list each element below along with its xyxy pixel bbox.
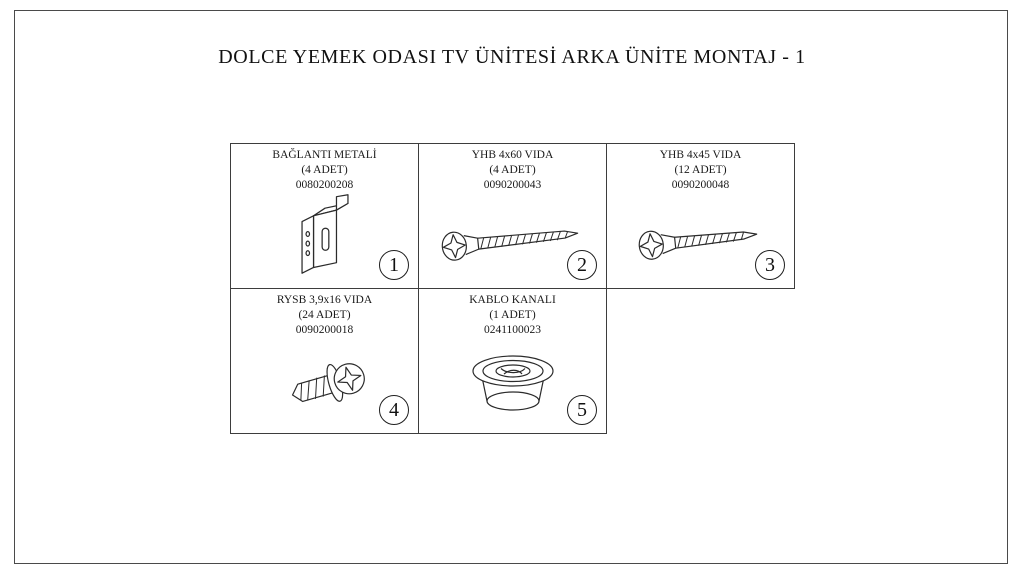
part-quantity: (12 ADET) <box>674 163 727 176</box>
part-number-badge: 1 <box>379 250 409 280</box>
bracket-icon <box>281 190 369 278</box>
part-code: 0090200018 <box>295 323 354 336</box>
part-number-badge: 2 <box>567 250 597 280</box>
part-code: 0090200048 <box>671 178 730 191</box>
part-code: 0241100023 <box>483 323 542 336</box>
cable-grommet-icon <box>458 343 568 425</box>
page-title: DOLCE YEMEK ODASI TV ÜNİTESİ ARKA ÜNİTE … <box>218 46 806 68</box>
part-name: RYSB 3,9x16 VIDA <box>276 294 373 306</box>
long-screw-icon <box>435 208 589 271</box>
part-code: 0090200043 <box>483 178 542 191</box>
part-cell-1: BAĞLANTI METALİ (4 ADET) 0080200208 <box>230 143 419 289</box>
part-cell-5: KABLO KANALI (1 ADET) 0241100023 <box>418 288 607 434</box>
part-number-badge: 5 <box>567 395 597 425</box>
part-name: YHB 4x45 VIDA <box>659 149 742 161</box>
part-code: 0080200208 <box>295 178 354 191</box>
part-number-badge: 3 <box>755 250 785 280</box>
medium-screw-icon <box>632 209 768 271</box>
washer-head-screw-icon <box>269 347 381 421</box>
part-quantity: (4 ADET) <box>489 163 536 176</box>
part-quantity: (1 ADET) <box>489 308 536 321</box>
part-name: KABLO KANALI <box>469 294 556 306</box>
part-header: KABLO KANALI (1 ADET) 0241100023 <box>419 289 606 338</box>
part-header: YHB 4x45 VIDA (12 ADET) 0090200048 <box>607 144 794 193</box>
part-name: YHB 4x60 VIDA <box>471 149 554 161</box>
part-header: BAĞLANTI METALİ (4 ADET) 0080200208 <box>231 144 418 193</box>
part-cell-3: YHB 4x45 VIDA (12 ADET) 0090200048 3 <box>606 143 795 289</box>
part-name: BAĞLANTI METALİ <box>272 149 377 161</box>
part-quantity: (4 ADET) <box>301 163 348 176</box>
part-cell-2: YHB 4x60 VIDA (4 ADET) 0090200043 2 <box>418 143 607 289</box>
part-header: YHB 4x60 VIDA (4 ADET) 0090200043 <box>419 144 606 193</box>
part-cell-4: RYSB 3,9x16 VIDA (24 ADET) 0090200018 <box>230 288 419 434</box>
part-quantity: (24 ADET) <box>298 308 351 321</box>
part-header: RYSB 3,9x16 VIDA (24 ADET) 0090200018 <box>231 289 418 338</box>
part-number-badge: 4 <box>379 395 409 425</box>
